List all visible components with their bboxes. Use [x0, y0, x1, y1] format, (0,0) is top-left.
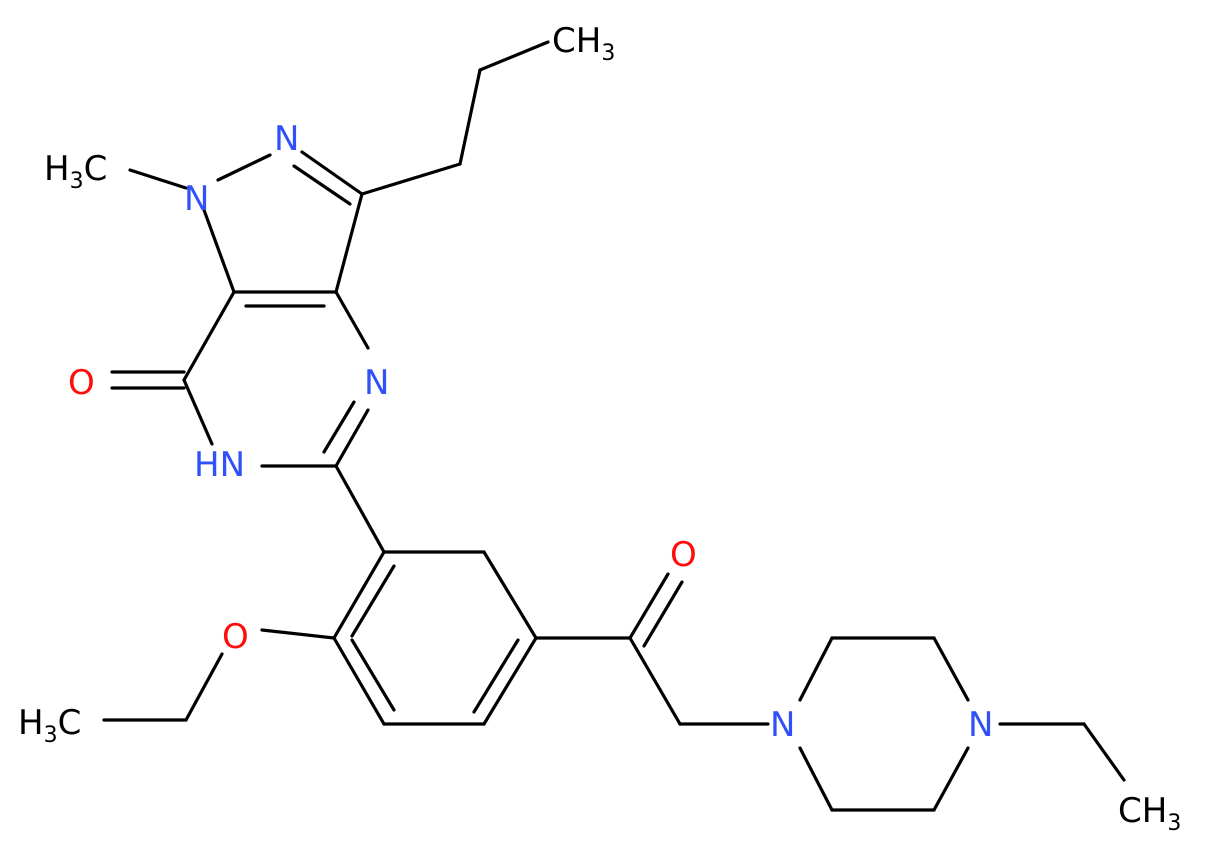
bond-n2-c3: [300, 150, 364, 196]
label-n-pyrazole-2: N: [274, 119, 299, 159]
bond-ar2-ar3: [482, 550, 538, 640]
bond-propyl-c3: [360, 162, 462, 196]
bond-ar3-ar4-double: [472, 638, 520, 714]
label-o-ether: O: [222, 617, 249, 657]
bond-ar6-ar1-double: [350, 564, 396, 638]
bond-n4-c5-double: [322, 400, 356, 454]
bond-n-methyl: [128, 168, 188, 190]
bond-c5-aryl: [334, 464, 386, 554]
bond-pip-3: [932, 636, 970, 702]
bond-ar6-ar1: [332, 550, 386, 640]
bond-co-ch2: [628, 636, 682, 726]
bond-ar5-ar6-double: [350, 638, 396, 712]
label-n-piperazine-1: N: [770, 705, 795, 745]
label-n-pyrazole-1: N: [184, 179, 209, 219]
bond-pip-6: [798, 746, 834, 812]
label-o-carbonyl: O: [68, 363, 95, 403]
label-ch3-top: CH3: [552, 21, 615, 66]
bond-c7-c7a: [182, 290, 236, 382]
bond-pip-1: [798, 636, 834, 702]
bond-n2-c3-double: [292, 164, 352, 206]
bonds: [102, 40, 1126, 812]
bond-o-ch2: [184, 652, 224, 722]
label-nh: HN: [194, 445, 245, 485]
bond-ethyl-ch3: [1082, 722, 1126, 782]
bond-c3-c3a: [334, 192, 364, 294]
label-h3c-ethoxy: H3C: [18, 703, 81, 748]
bond-c3a-n4: [334, 290, 370, 350]
label-h3c-methyl: H3C: [44, 149, 107, 194]
bond-pip-4: [932, 746, 970, 812]
label-o-ketone: O: [670, 535, 697, 575]
bond-ar5-ar6: [332, 636, 386, 726]
bond-co-o: [628, 572, 670, 640]
atom-labels: CH3 H3C N N N O HN O O H3C N N CH3: [18, 21, 1181, 836]
label-n-piperazine-2: N: [968, 705, 993, 745]
bond-ar3-ar4: [482, 636, 538, 726]
bond-n6-c7: [182, 378, 214, 446]
bond-n1-c7a: [202, 208, 236, 294]
bond-co-o-double: [642, 580, 684, 648]
bond-propyl-mid: [458, 68, 482, 166]
bond-propyl-ch3: [478, 40, 550, 72]
label-ch3-bottom: CH3: [1118, 791, 1181, 836]
label-n-pyrimidine: N: [364, 363, 389, 403]
bond-n4-c5: [334, 408, 370, 468]
bond-ar-o: [260, 628, 336, 640]
bond-n1-n2: [216, 153, 272, 182]
